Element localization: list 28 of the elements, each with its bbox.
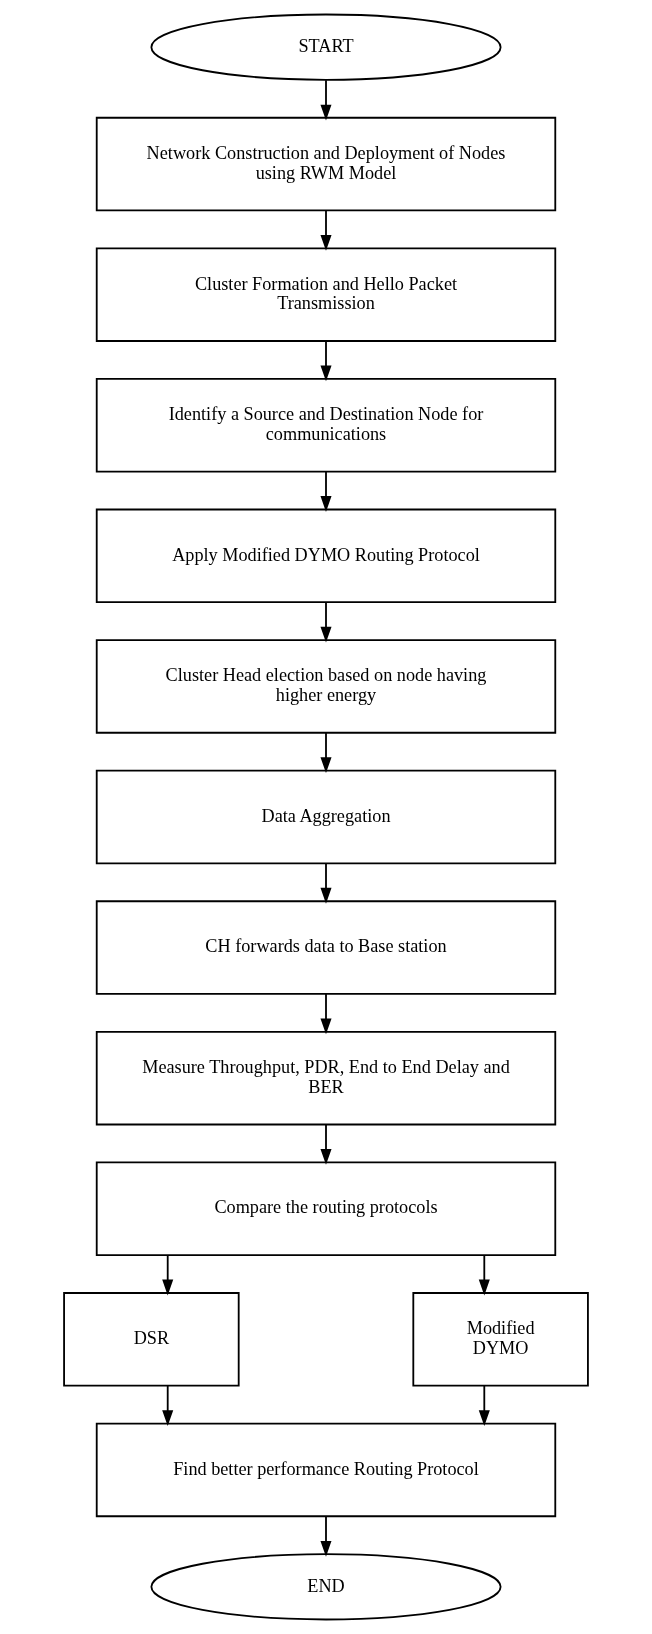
arrow <box>320 993 332 1035</box>
arrow <box>320 601 332 643</box>
node-ellipse: END <box>150 1553 502 1621</box>
arrow <box>320 470 332 512</box>
arrow <box>320 340 332 382</box>
node-box: CH forwards data to Base station <box>95 900 557 995</box>
arrow <box>162 1254 174 1296</box>
arrow <box>162 1384 174 1426</box>
arrow <box>478 1254 490 1296</box>
node-box: Compare the routing protocols <box>95 1161 557 1256</box>
arrow <box>320 731 332 774</box>
node-box: Apply Modified DYMO Routing Protocol <box>95 508 557 604</box>
node-box: Data Aggregation <box>95 769 557 865</box>
arrow <box>320 1515 332 1557</box>
node-box: Network Construction and Deployment of Nodes using RWM Model <box>95 116 557 212</box>
arrow <box>320 1123 332 1165</box>
arrow <box>478 1384 490 1426</box>
node-box: Measure Throughput, PDR, End to End Delay and BER <box>95 1030 557 1126</box>
arrow <box>320 862 332 904</box>
arrow <box>320 79 332 121</box>
node-box: Cluster Formation and Hello Packet Transmission <box>95 247 557 342</box>
node-box: Cluster Head election based on node having higher energy <box>95 639 557 734</box>
node-ellipse: START <box>150 13 502 81</box>
node-box: Find better performance Routing Protocol <box>95 1422 557 1518</box>
node-box: DSR <box>63 1292 240 1387</box>
node-box: Modified DYMO <box>412 1292 589 1387</box>
node-box: Identify a Source and Destination Node for communications <box>95 378 557 473</box>
arrow <box>320 209 332 251</box>
